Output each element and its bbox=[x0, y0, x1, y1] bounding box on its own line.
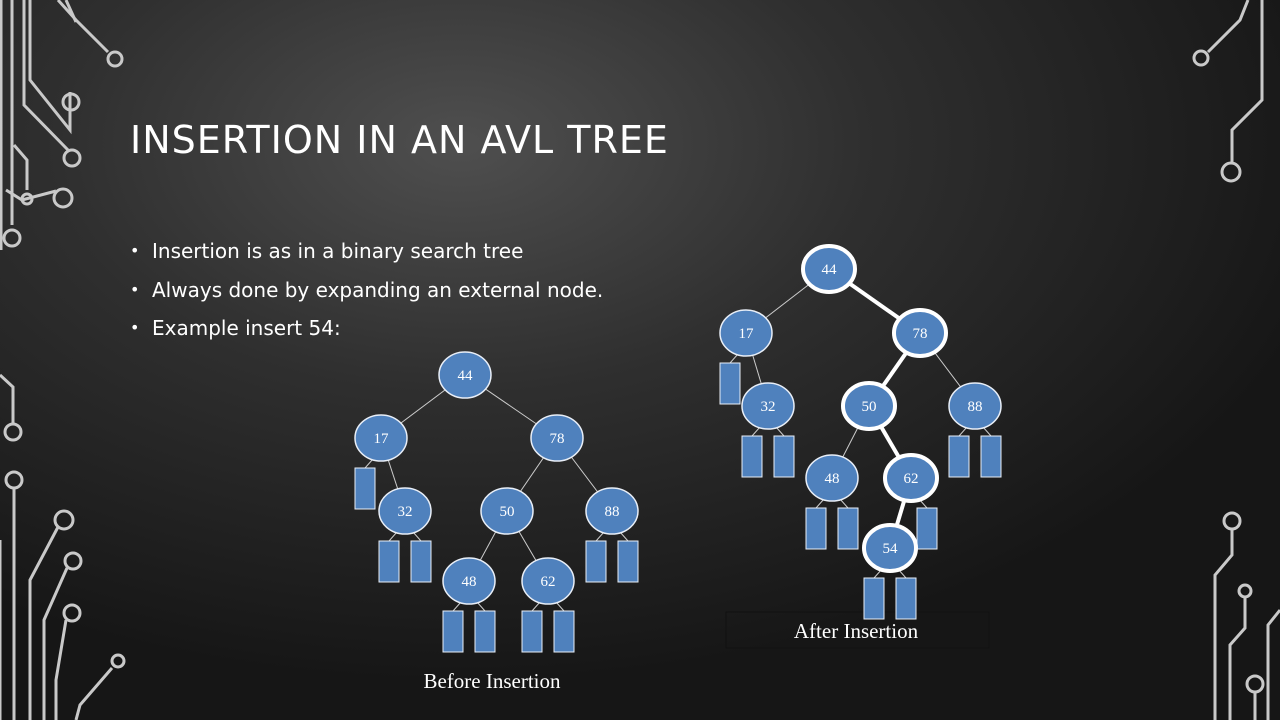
tree-node-62 bbox=[883, 453, 939, 503]
tree-node-label: 17 bbox=[374, 431, 390, 447]
slide-title: INSERTION IN AN AVL TREE bbox=[130, 118, 669, 162]
tree-node-44 bbox=[801, 244, 857, 294]
tree-node-32 bbox=[741, 382, 795, 430]
external-node bbox=[442, 610, 464, 653]
bullet-item: • Insertion is as in a binary search tree bbox=[130, 236, 603, 275]
external-node bbox=[474, 610, 496, 653]
after-insertion-tree: 44 17 78 32 50 88 48 62 54 bbox=[719, 244, 1002, 620]
tree-node-label: 32 bbox=[398, 504, 413, 520]
tree-node-88 bbox=[948, 382, 1002, 430]
tree-node-label: 62 bbox=[904, 471, 919, 487]
after-insertion-caption-box bbox=[725, 611, 990, 649]
tree-node-17 bbox=[354, 414, 408, 462]
tree-node-label: 17 bbox=[739, 326, 755, 342]
tree-node-label: 44 bbox=[458, 368, 474, 384]
external-node bbox=[980, 435, 1002, 478]
external-node-edge bbox=[958, 426, 968, 437]
tree-node-label: 48 bbox=[825, 471, 840, 487]
external-node-edge bbox=[619, 531, 629, 542]
after-insertion-caption: After Insertion bbox=[794, 619, 919, 643]
external-node bbox=[773, 435, 795, 478]
tree-node-50 bbox=[841, 381, 897, 431]
tree-node-50 bbox=[480, 487, 534, 535]
external-node-edge bbox=[388, 531, 398, 542]
external-node bbox=[617, 540, 639, 583]
tree-node-label: 78 bbox=[550, 431, 565, 447]
external-node-edge bbox=[412, 531, 422, 542]
bullet-text: Example insert 54: bbox=[152, 316, 341, 340]
tree-node-48 bbox=[805, 454, 859, 502]
external-node bbox=[719, 362, 741, 405]
tree-node-48 bbox=[442, 557, 496, 605]
external-node-edge bbox=[729, 353, 739, 364]
external-node-edge bbox=[751, 426, 761, 437]
external-node bbox=[378, 540, 400, 583]
external-node-edge bbox=[555, 601, 565, 612]
tree-node-62 bbox=[521, 557, 575, 605]
bullet-list: • Insertion is as in a binary search tree… bbox=[130, 236, 603, 352]
tree-node-78 bbox=[892, 308, 948, 358]
external-node bbox=[741, 435, 763, 478]
external-node-edge bbox=[775, 426, 785, 437]
external-node bbox=[521, 610, 543, 653]
external-node-edge bbox=[982, 426, 992, 437]
bullet-item: • Example insert 54: bbox=[130, 313, 603, 352]
external-node bbox=[948, 435, 970, 478]
external-node bbox=[863, 577, 885, 620]
bullet-dot-icon: • bbox=[130, 279, 140, 299]
tree-node-label: 32 bbox=[761, 399, 776, 415]
tree-node-label: 88 bbox=[968, 399, 983, 415]
tree-node-88 bbox=[585, 487, 639, 535]
bullet-dot-icon: • bbox=[130, 318, 140, 337]
tree-node-32 bbox=[378, 487, 432, 535]
external-node bbox=[805, 507, 827, 550]
external-node bbox=[354, 467, 376, 510]
external-node-edge bbox=[364, 458, 374, 469]
external-node bbox=[837, 507, 859, 550]
tree-node-44 bbox=[438, 351, 492, 399]
external-node-edge bbox=[476, 601, 486, 612]
bullet-text: Insertion is as in a binary search tree bbox=[152, 239, 524, 263]
tree-node-17 bbox=[719, 309, 773, 357]
tree-node-label: 88 bbox=[605, 504, 620, 520]
external-node bbox=[895, 577, 917, 620]
tree-node-78 bbox=[530, 414, 584, 462]
tree-node-label: 48 bbox=[462, 574, 477, 590]
tree-node-label: 78 bbox=[913, 326, 928, 342]
external-node bbox=[410, 540, 432, 583]
bullet-text: Always done by expanding an external nod… bbox=[152, 277, 604, 302]
bullet-dot-icon: • bbox=[130, 241, 140, 260]
bullet-item: • Always done by expanding an external no… bbox=[130, 275, 603, 314]
before-insertion-caption: Before Insertion bbox=[423, 669, 561, 693]
external-node-edge bbox=[839, 498, 849, 509]
tree-node-label: 50 bbox=[500, 504, 515, 520]
external-node bbox=[585, 540, 607, 583]
external-node bbox=[553, 610, 575, 653]
tree-node-54 bbox=[862, 523, 918, 573]
tree-node-label: 50 bbox=[862, 399, 877, 415]
external-node-edge bbox=[531, 601, 541, 612]
external-node-edge bbox=[595, 531, 605, 542]
external-node bbox=[916, 507, 938, 550]
before-insertion-tree: 44 17 78 32 50 88 48 62 bbox=[354, 351, 639, 653]
tree-node-label: 62 bbox=[541, 574, 556, 590]
external-node-edge bbox=[815, 498, 825, 509]
tree-node-label: 44 bbox=[822, 262, 838, 278]
tree-node-label: 54 bbox=[883, 541, 899, 557]
external-node-edge bbox=[452, 601, 462, 612]
